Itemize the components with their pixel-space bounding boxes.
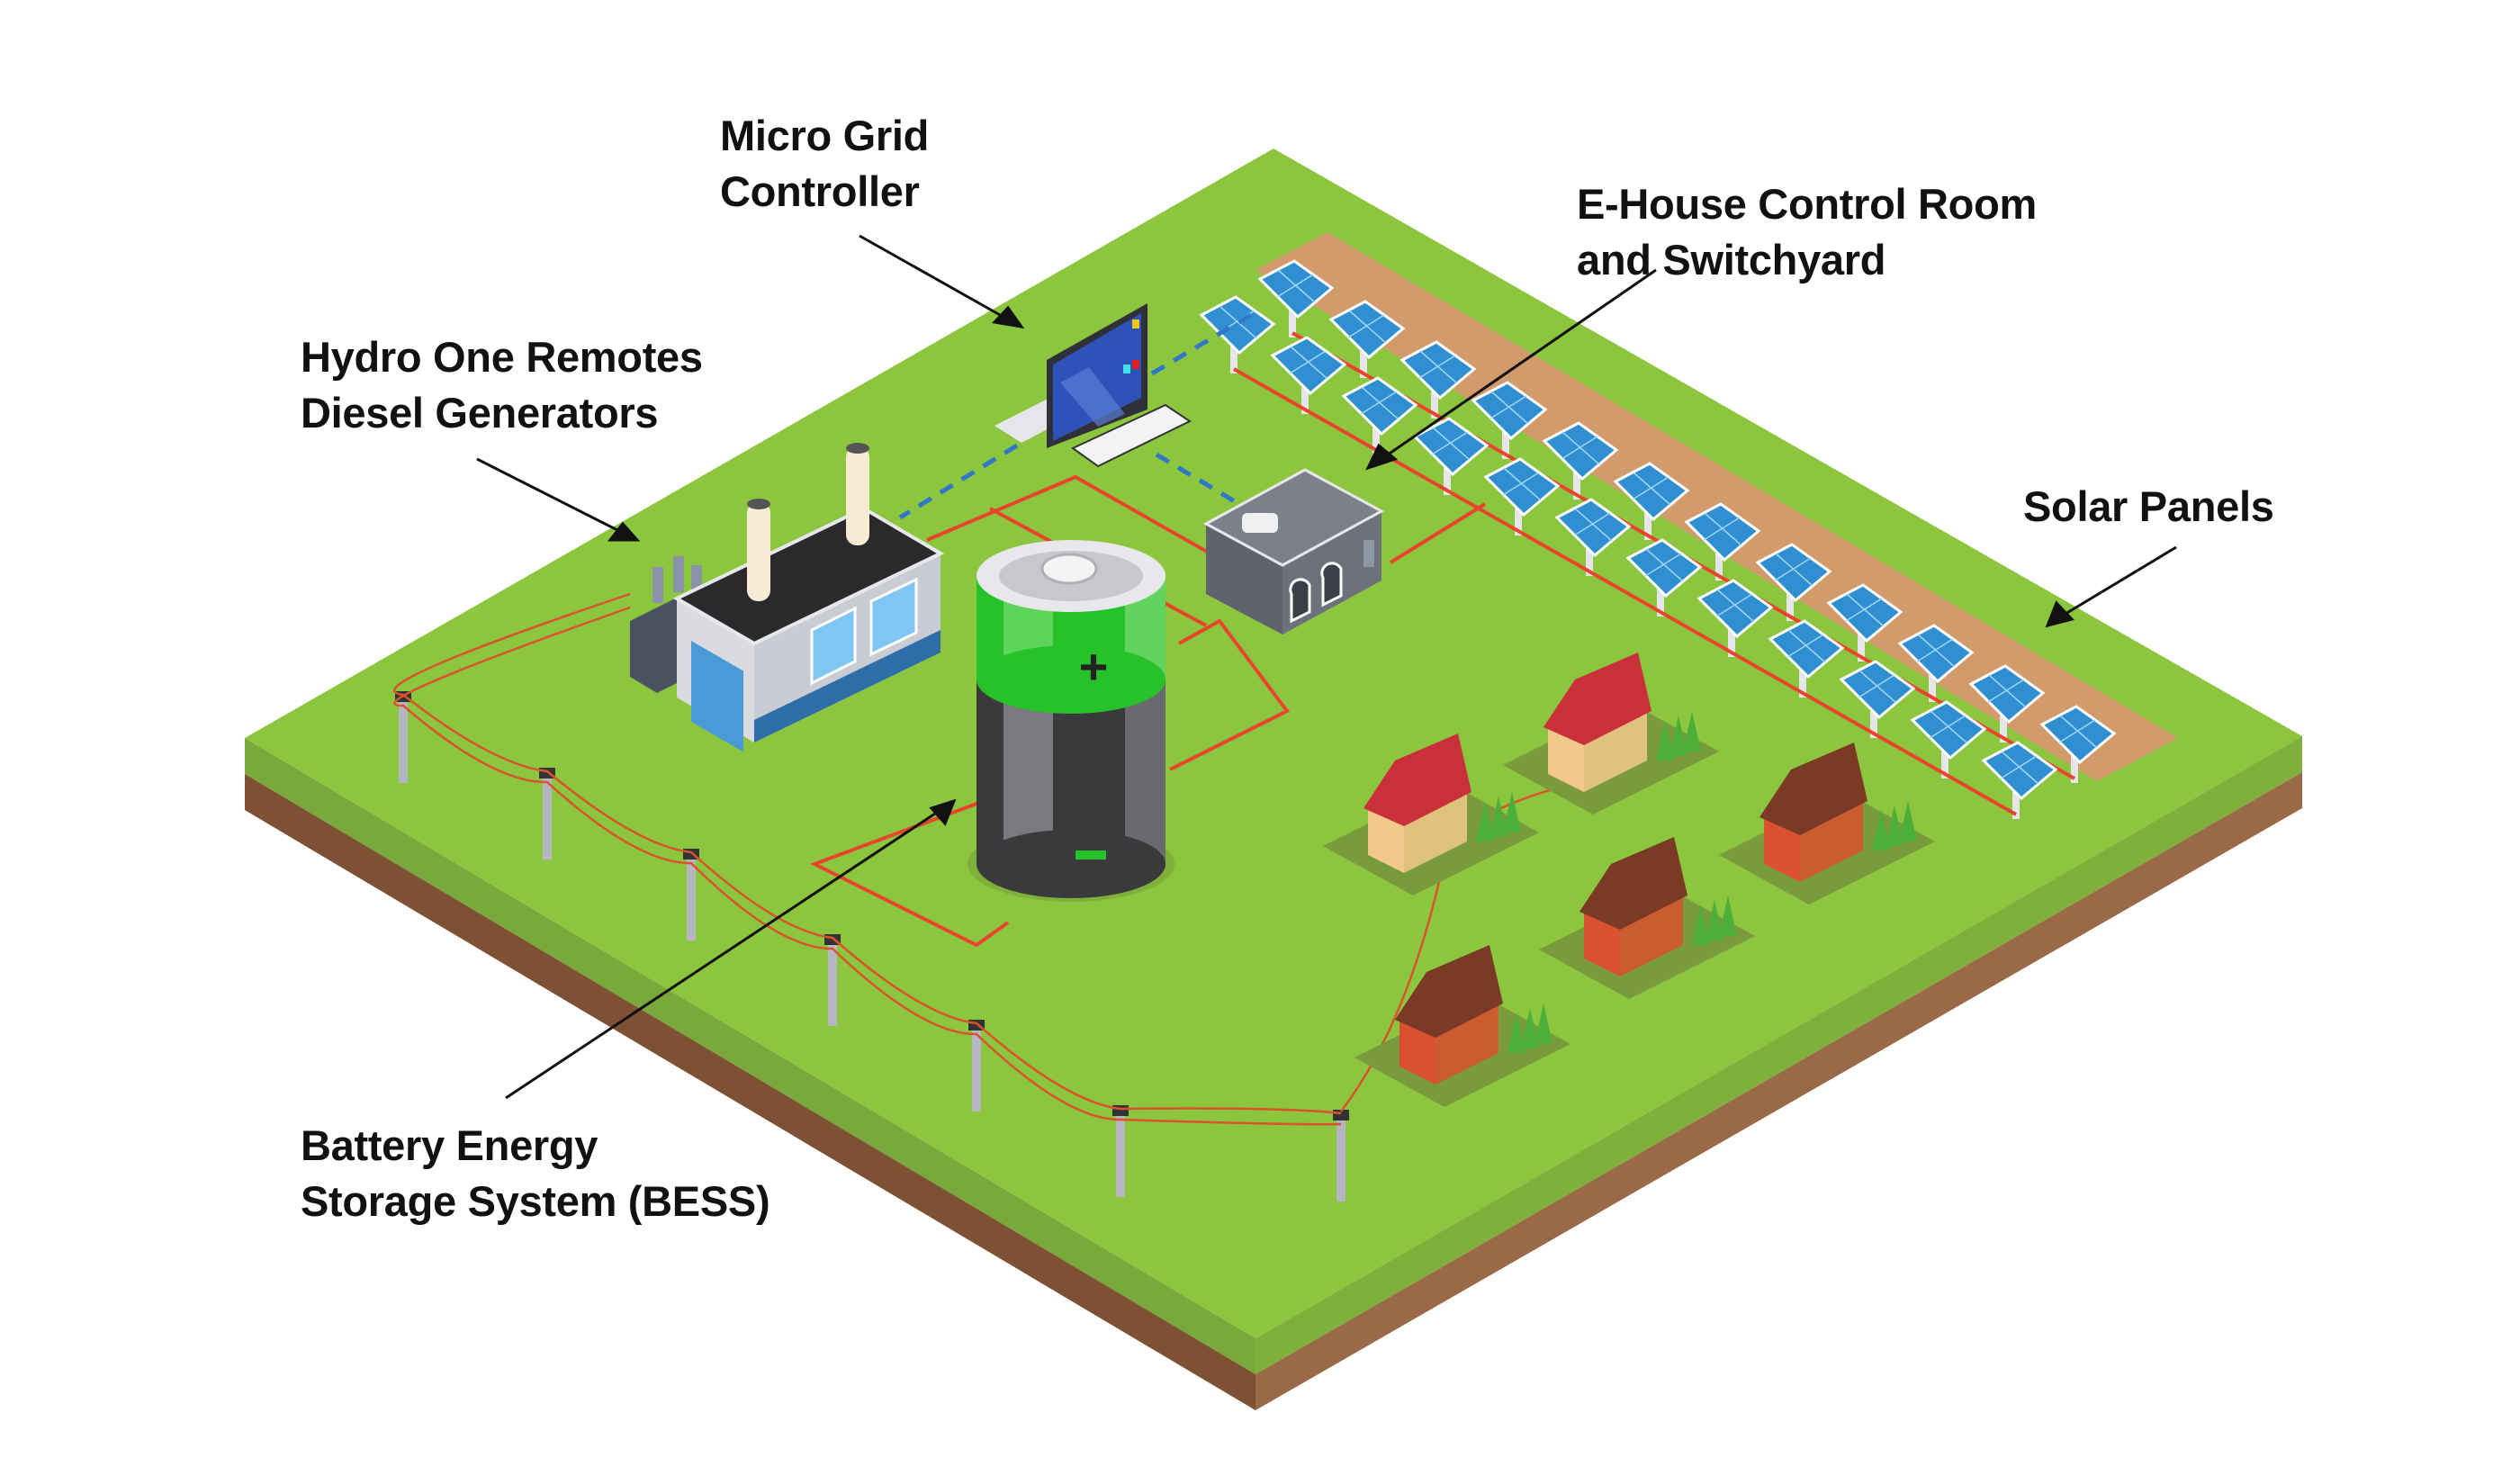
solar-panel bbox=[1341, 376, 1418, 454]
solar-panel bbox=[1328, 300, 1406, 378]
ehouse-roof bbox=[1202, 468, 1385, 567]
land-side-left-soil bbox=[245, 774, 1256, 1410]
ehouse-door bbox=[1364, 540, 1374, 567]
solar-panel bbox=[1839, 660, 1916, 738]
overhead-line-lower bbox=[393, 606, 1342, 1126]
house bbox=[1323, 734, 1539, 896]
solar-panel bbox=[1257, 259, 1335, 338]
house bbox=[1354, 945, 1570, 1107]
callout-arrowhead-controller bbox=[991, 305, 1025, 329]
battery: + bbox=[968, 540, 1174, 902]
house bbox=[1719, 742, 1935, 904]
label-line: Storage System (BESS) bbox=[301, 1177, 770, 1225]
label-solar-panels: Solar Panels bbox=[2023, 479, 2274, 535]
data-line-controller-ehouse bbox=[1155, 452, 1248, 511]
label-line: Micro Grid bbox=[720, 112, 930, 159]
solar-panel bbox=[1897, 624, 1975, 702]
callout-arrowhead-ehouse bbox=[1365, 443, 1399, 471]
solar-array bbox=[1199, 259, 2117, 819]
ehouse-window-2 bbox=[1320, 562, 1343, 608]
diesel-generators bbox=[630, 443, 945, 752]
solar-panel bbox=[1684, 502, 1761, 580]
label-line: Diesel Generators bbox=[301, 389, 659, 436]
solar-panel bbox=[1270, 336, 1347, 414]
solar-panel bbox=[1412, 417, 1490, 495]
land-block bbox=[245, 148, 2302, 1410]
land-side-right-soil bbox=[1256, 772, 2302, 1410]
solar-row-cable bbox=[1233, 367, 2017, 816]
factory-window-2 bbox=[869, 577, 918, 657]
hvac-unit bbox=[1242, 513, 1278, 533]
label-line: Hydro One Remotes bbox=[301, 333, 703, 381]
callout-line-solar bbox=[2060, 545, 2177, 618]
ehouse-window-1 bbox=[1289, 578, 1311, 624]
factory-base-stripe bbox=[754, 630, 940, 742]
solar-panel bbox=[1400, 340, 1477, 418]
factory-window-1 bbox=[810, 606, 857, 686]
monitor-screen bbox=[1053, 313, 1141, 441]
solar-panel bbox=[1542, 421, 1619, 500]
label-bess: Battery Energy Storage System (BESS) bbox=[301, 1118, 770, 1229]
factory-door bbox=[691, 641, 743, 752]
label-line: Battery Energy bbox=[301, 1121, 598, 1169]
solar-panel bbox=[1613, 462, 1690, 540]
data-wiring bbox=[898, 312, 1253, 520]
screen-highlight bbox=[1060, 367, 1125, 427]
solar-panel bbox=[1755, 543, 1832, 621]
callout-arrowhead-bess bbox=[929, 798, 957, 826]
chimney-2 bbox=[846, 446, 869, 545]
factory-roof bbox=[672, 506, 945, 646]
power-line-solar-ehouse bbox=[1389, 502, 1487, 564]
callout-arrowhead-diesel bbox=[607, 521, 641, 542]
e-house bbox=[1202, 468, 1385, 634]
solar-panel bbox=[1471, 381, 1548, 459]
ehouse-front-wall bbox=[1206, 524, 1282, 634]
overhead-line-upper bbox=[393, 592, 1342, 1115]
label-micro-grid-controller: Micro Grid Controller bbox=[720, 108, 929, 220]
screen-icon-red bbox=[1132, 360, 1139, 369]
callout-line-diesel bbox=[476, 457, 624, 535]
screen-icon-cyan bbox=[1123, 364, 1130, 374]
power-line-battery-loop-right bbox=[1169, 618, 1291, 771]
land-side-left-grass bbox=[245, 738, 1256, 1374]
houses bbox=[1323, 652, 1935, 1107]
land-side-right-grass bbox=[1256, 736, 2302, 1374]
callout-line-bess bbox=[505, 808, 941, 1100]
land-top bbox=[245, 148, 2302, 1338]
battery-positive-symbol: + bbox=[1079, 638, 1109, 695]
solar-panel bbox=[1554, 498, 1632, 576]
solar-panel bbox=[1696, 579, 1774, 657]
house bbox=[1503, 652, 1719, 814]
chimney-1 bbox=[747, 502, 770, 601]
solar-panel bbox=[1625, 538, 1703, 616]
solar-panel bbox=[1981, 741, 2058, 819]
data-line-controller-solar bbox=[1150, 312, 1253, 376]
label-line: E-House Control Room bbox=[1577, 180, 2037, 228]
power-poles bbox=[393, 592, 1639, 1202]
solar-panel bbox=[1199, 295, 1276, 374]
solar-panel bbox=[1968, 664, 2046, 742]
solar-panel bbox=[1910, 700, 1987, 778]
solar-panel bbox=[1826, 583, 1904, 662]
solar-panel bbox=[1768, 619, 1845, 698]
callout-line-ehouse bbox=[1381, 268, 1657, 461]
battery-negative-symbol bbox=[1076, 850, 1106, 860]
label-e-house: E-House Control Room and Switchyard bbox=[1577, 176, 2037, 288]
screen-icon-yellow bbox=[1132, 320, 1139, 328]
solar-panel bbox=[2039, 705, 2117, 783]
label-line: and Switchyard bbox=[1577, 236, 1886, 284]
battery-terminal bbox=[1040, 553, 1098, 585]
label-diesel-generators: Hydro One Remotes Diesel Generators bbox=[301, 329, 703, 441]
label-line: Solar Panels bbox=[2023, 482, 2274, 530]
label-line: Controller bbox=[720, 167, 920, 215]
callout-arrowhead-solar bbox=[2045, 600, 2074, 628]
solar-panel bbox=[1483, 457, 1561, 536]
keyboard bbox=[1071, 403, 1192, 468]
data-line-controller-diesel bbox=[898, 443, 1019, 520]
callouts bbox=[476, 234, 2177, 1100]
callout-line-controller bbox=[859, 234, 1009, 321]
micro-grid-controller bbox=[994, 303, 1192, 468]
house bbox=[1539, 837, 1755, 999]
